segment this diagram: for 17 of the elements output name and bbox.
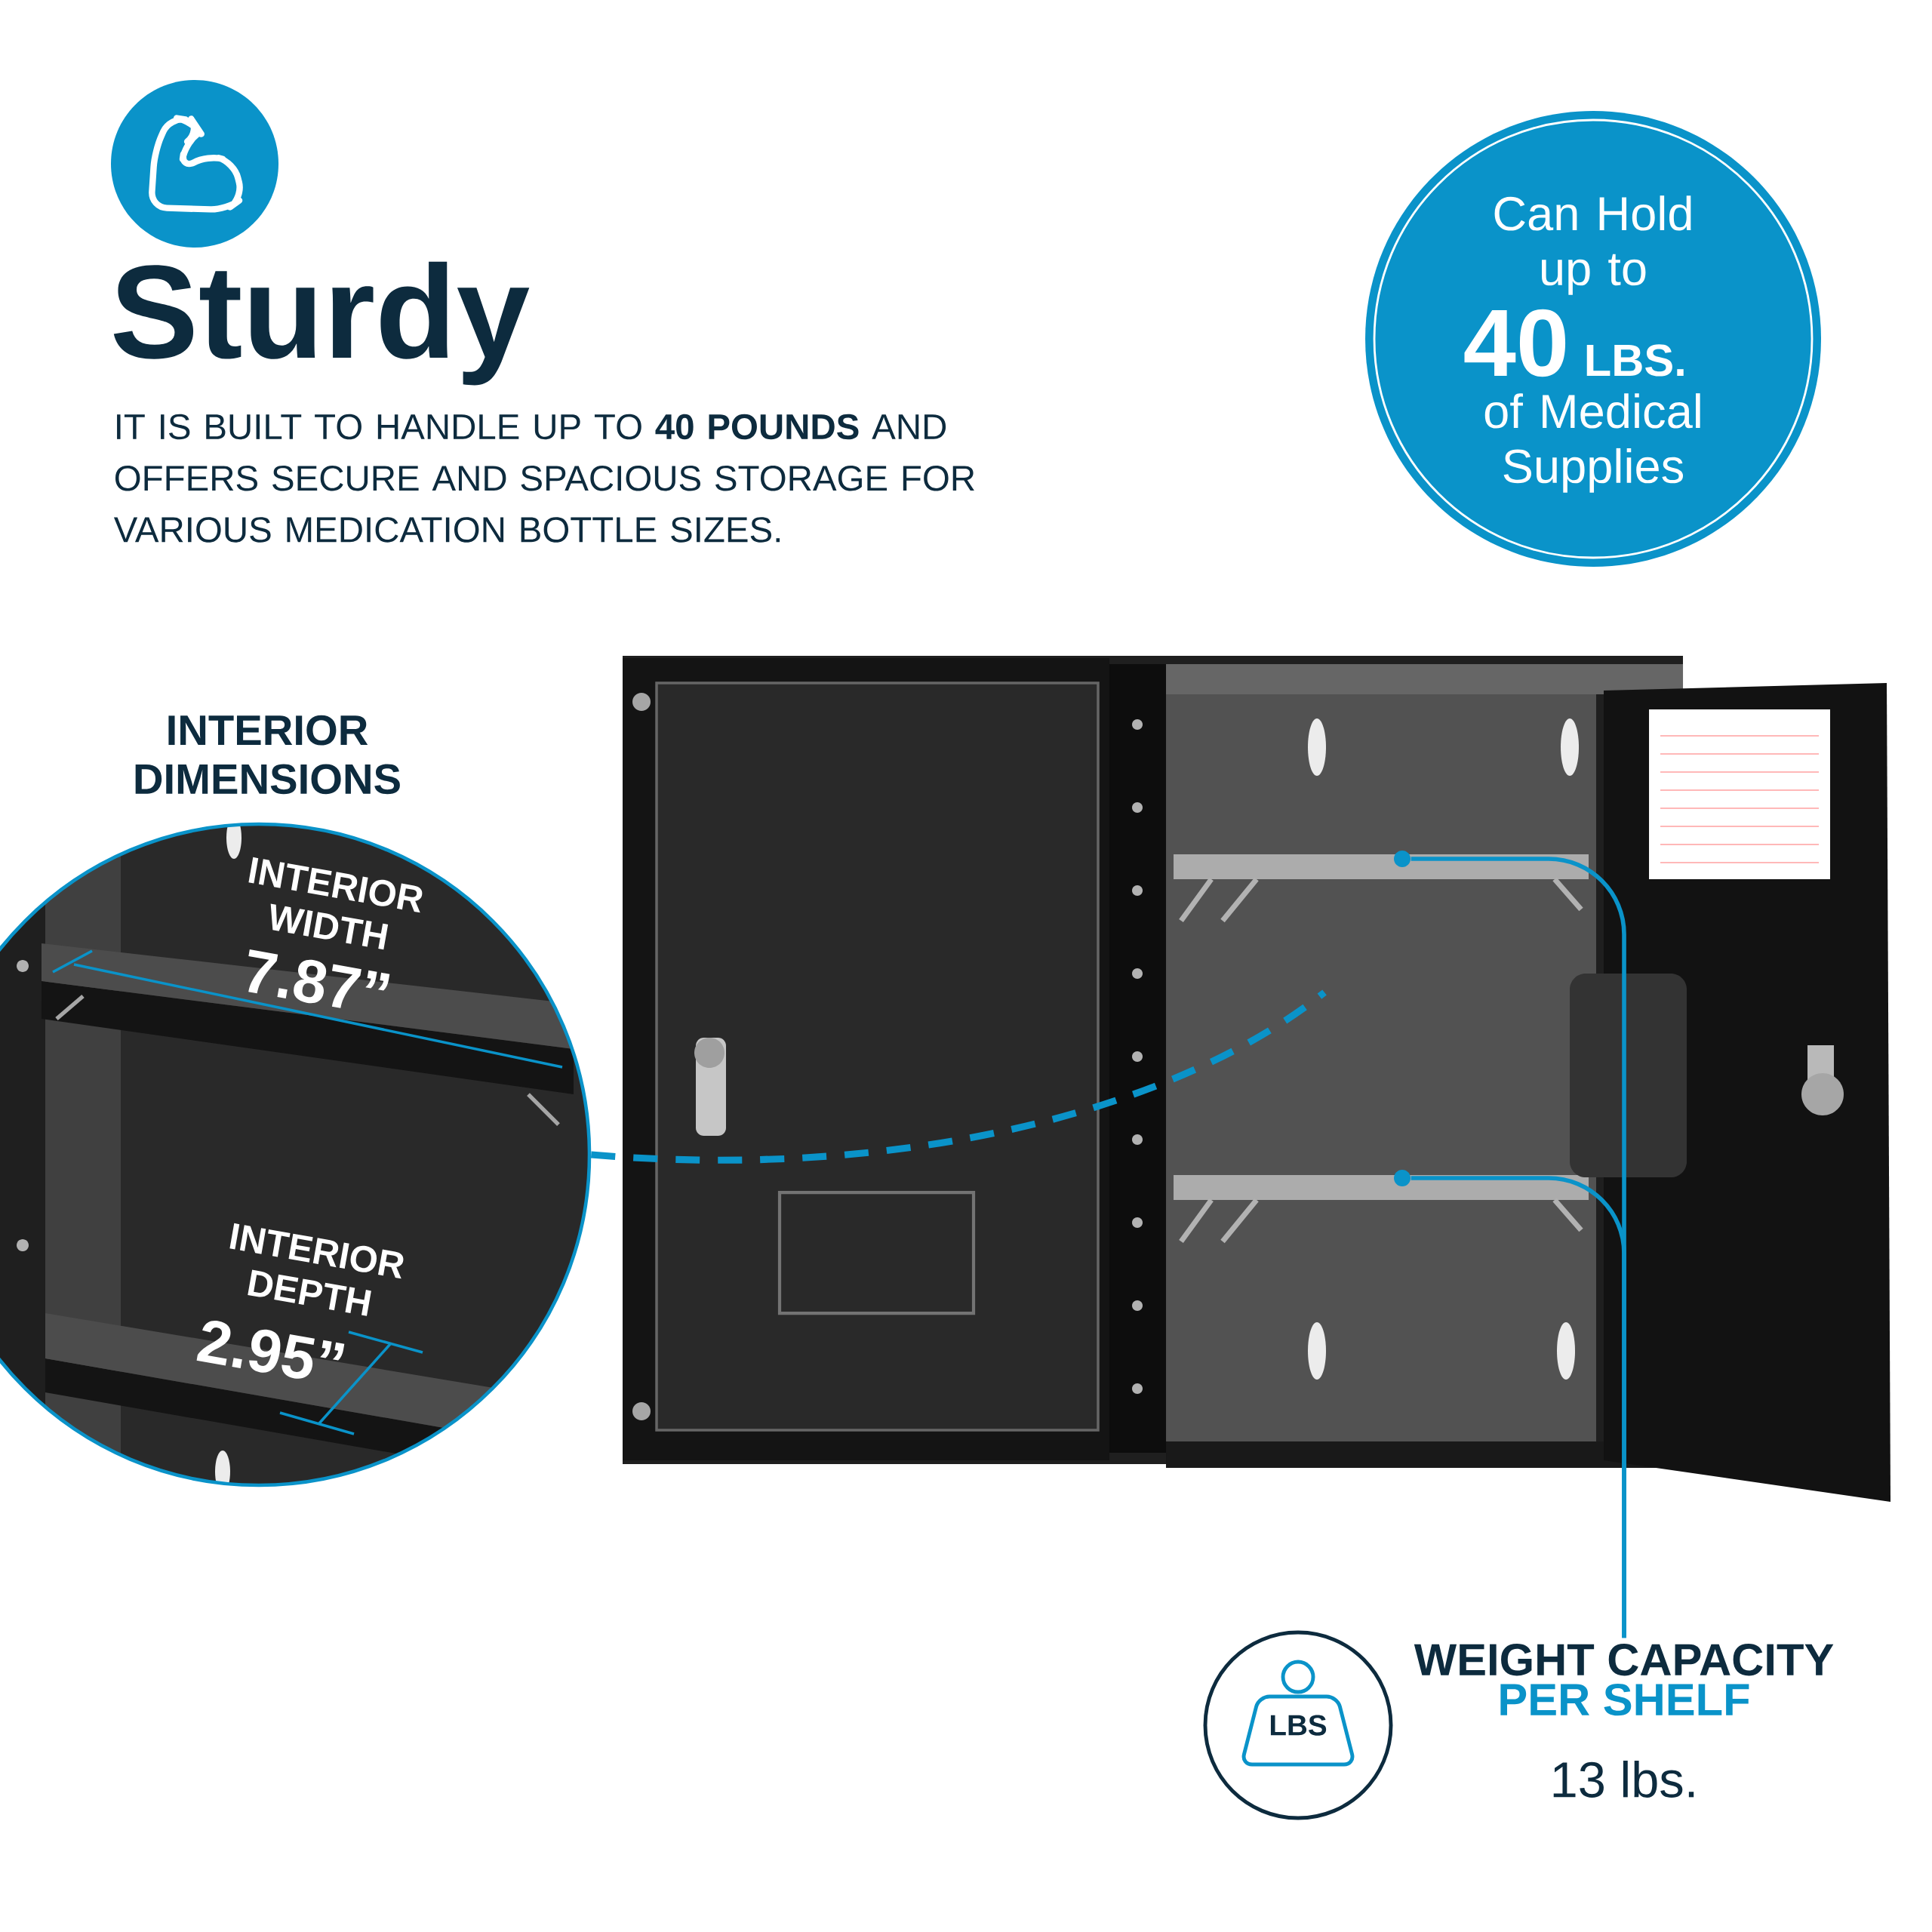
- heading: INTERIOR DIMENSIONS: [135, 715, 400, 795]
- cabinet-drawing: [623, 656, 1890, 1502]
- leader-dot: [1394, 1170, 1411, 1187]
- badge-text: of Medical Supplies: [1484, 393, 1700, 493]
- badge-text: LBS.: [1586, 344, 1684, 377]
- dimension-label: INTERIOR DEPTH: [229, 1223, 404, 1316]
- leader-dot: [1394, 851, 1411, 867]
- dimension-value: 7.87”: [248, 949, 390, 1008]
- dimension-label: INTERIOR WIDTH: [248, 857, 423, 950]
- title: Sturdy: [113, 261, 530, 386]
- leader-line: [1411, 1176, 1626, 1638]
- description-text: IT IS BUILT TO HANDLE UP TO 40 POUNDS AND OFFERS SECURE AND SPACIOUS STORAGE FOR VARIOUS MEDICATION BOTTLE SIZES.: [113, 414, 974, 543]
- dimension-value: 2.95”: [196, 1321, 345, 1379]
- badge-text: Can Hold up to: [1494, 195, 1691, 295]
- zoom-indicator: [591, 989, 1327, 1164]
- badge-text: 40: [1464, 309, 1566, 377]
- capacity-text: WEIGHT CAPACITY PER SHELF 13 lbs.: [1414, 1644, 1834, 1798]
